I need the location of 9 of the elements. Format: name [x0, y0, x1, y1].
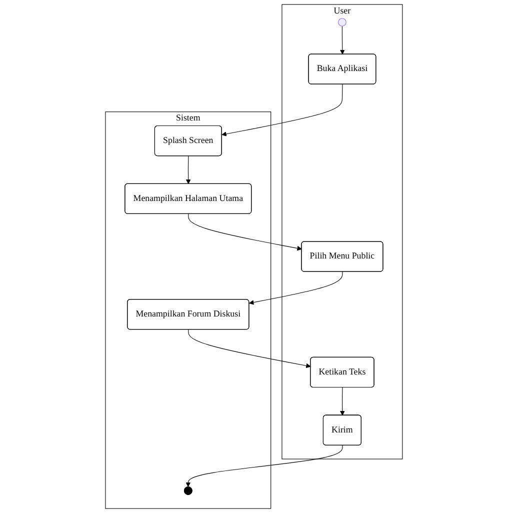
- arrow: [188, 214, 302, 251]
- node-circle: [338, 18, 346, 26]
- arrow: [185, 156, 190, 184]
- arrow: [188, 329, 310, 368]
- arrow: [185, 445, 342, 488]
- arrow: [340, 387, 344, 416]
- arrow: [340, 26, 344, 54]
- arrow: [248, 272, 342, 305]
- arrow: [221, 84, 342, 136]
